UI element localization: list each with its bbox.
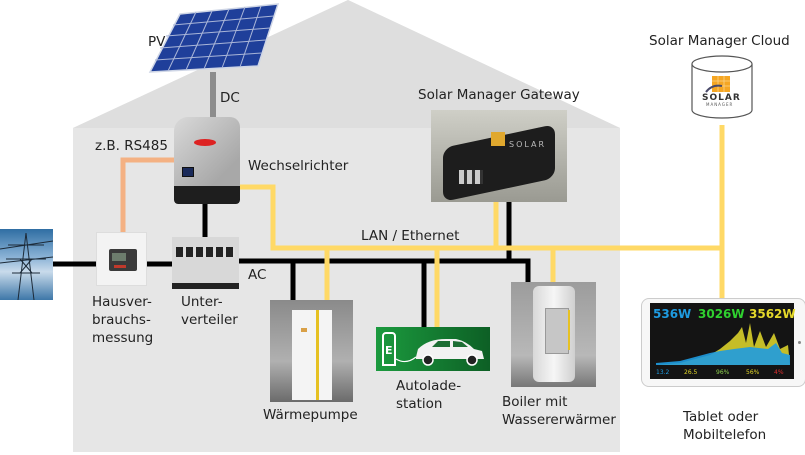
inverter-display bbox=[182, 167, 194, 177]
gateway-logo bbox=[491, 132, 505, 146]
tablet-chart bbox=[656, 323, 790, 365]
label-dc: DC bbox=[220, 90, 240, 106]
ev-charger-image: E bbox=[376, 327, 490, 371]
pylon-icon bbox=[0, 232, 53, 300]
gateway-ports bbox=[459, 170, 483, 184]
tablet-bottom-2: 26.5 bbox=[684, 369, 698, 376]
inverter-logo bbox=[194, 139, 216, 146]
house-roof bbox=[73, 0, 620, 128]
label-ev-charger: Autolade- station bbox=[396, 378, 462, 412]
rs485-line bbox=[120, 157, 174, 232]
boiler-stripe bbox=[568, 310, 570, 350]
label-lan: LAN / Ethernet bbox=[361, 228, 460, 244]
subdistribution-image bbox=[172, 237, 239, 289]
label-ac: AC bbox=[248, 267, 267, 283]
tablet-value-3: 3562W bbox=[749, 307, 796, 321]
label-cloud: Solar Manager Cloud bbox=[649, 33, 790, 49]
tablet-bottom-1: 13.2 bbox=[656, 369, 670, 376]
inverter-base bbox=[174, 186, 240, 204]
pv-panel-icon bbox=[148, 3, 280, 73]
charging-station-icon bbox=[382, 332, 396, 366]
tablet-bottom-3: 96% bbox=[716, 369, 730, 376]
dc-line bbox=[210, 72, 216, 120]
label-pv: PV bbox=[148, 34, 166, 50]
label-heat-pump: Wärmepumpe bbox=[263, 407, 358, 423]
heat-pump-display bbox=[301, 328, 307, 332]
boiler-image bbox=[511, 282, 596, 387]
consumption-area bbox=[656, 343, 790, 365]
car-icon bbox=[395, 339, 484, 366]
label-rs485: z.B. RS485 bbox=[95, 138, 168, 154]
cloud-logo-subtext: MANAGER bbox=[706, 102, 734, 107]
label-inverter: Wechselrichter bbox=[248, 158, 349, 174]
boiler-panel bbox=[545, 308, 569, 354]
gateway-image: SOLAR bbox=[431, 110, 567, 202]
cloud-database-icon bbox=[691, 55, 753, 119]
cloud-logo-text: SOLAR bbox=[702, 93, 741, 103]
heat-pump-image bbox=[270, 300, 353, 402]
tablet-bottom-5: 4% bbox=[774, 369, 784, 376]
label-gateway: Solar Manager Gateway bbox=[418, 87, 580, 103]
inverter-image bbox=[174, 117, 240, 204]
energy-meter-image bbox=[96, 232, 147, 286]
ev-letter: E bbox=[385, 344, 393, 357]
gateway-logo-text: SOLAR bbox=[509, 140, 547, 149]
breaker-base bbox=[172, 283, 239, 289]
tablet-bottom-4: 56% bbox=[746, 369, 760, 376]
tablet-screen: 536W 3026W 3562W 13.2 26.5 96% 56% 4% bbox=[650, 303, 796, 379]
tablet-image: 536W 3026W 3562W 13.2 26.5 96% 56% 4% bbox=[641, 298, 805, 387]
heat-pump-stripe bbox=[316, 310, 319, 400]
tablet-home-button bbox=[798, 341, 801, 344]
ac-bus bbox=[238, 258, 531, 283]
meter-screen bbox=[112, 253, 126, 261]
heat-pump-unit bbox=[292, 310, 332, 400]
label-tablet: Tablet oder Mobiltelefon bbox=[683, 409, 767, 443]
meter-red-mark bbox=[114, 265, 126, 268]
tablet-value-1: 536W bbox=[653, 307, 692, 321]
power-grid-image bbox=[0, 229, 53, 300]
label-subdistribution: Unter- verteiler bbox=[181, 294, 238, 328]
label-meter: Hausver- brauchs- messung bbox=[92, 294, 154, 346]
label-boiler: Boiler mit Wassererwärmer bbox=[502, 394, 616, 428]
tablet-value-2: 3026W bbox=[698, 307, 745, 321]
breakers bbox=[176, 247, 235, 257]
